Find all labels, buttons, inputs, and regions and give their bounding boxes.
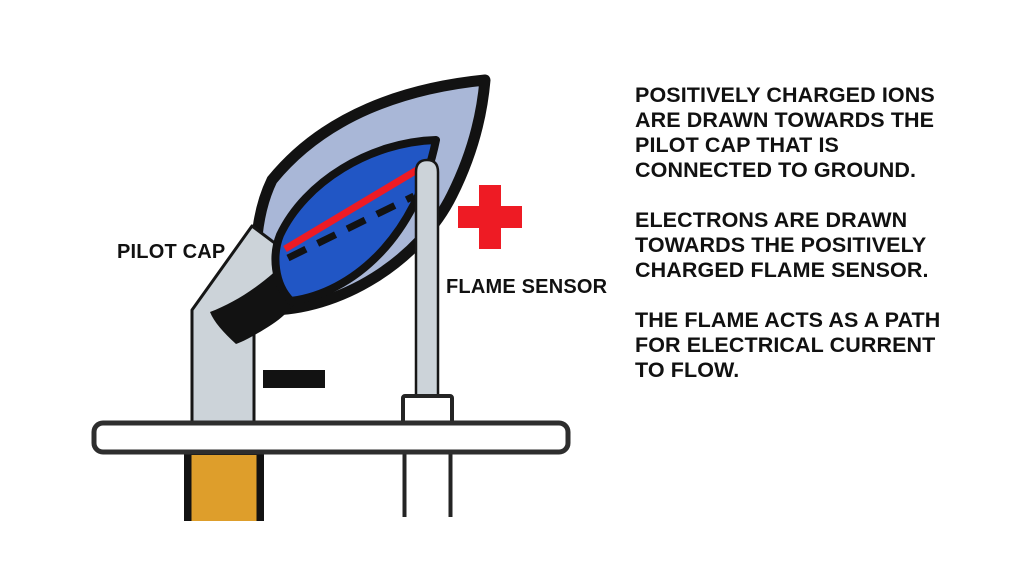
info-line: ELECTRONS ARE DRAWN [635, 208, 908, 232]
mounting-bracket [91, 420, 571, 455]
info-line: TOWARDS THE POSITIVELY [635, 233, 927, 257]
info-line: ARE DRAWN TOWARDS THE [635, 108, 935, 132]
info-line: TO FLOW. [635, 358, 740, 382]
info-paragraph: THE FLAME ACTS AS A PATH FOR ELECTRICAL … [635, 308, 995, 383]
gas-supply-tube [191, 455, 257, 521]
flame-sensor-rod [414, 158, 440, 400]
info-line: CONNECTED TO GROUND. [635, 158, 917, 182]
plus-icon [458, 185, 522, 249]
info-line: POSITIVELY CHARGED IONS [635, 83, 935, 107]
info-line: PILOT CAP THAT IS [635, 133, 839, 157]
flame-sensor-label: FLAME SENSOR [446, 276, 608, 298]
info-line: THE FLAME ACTS AS A PATH [635, 308, 941, 332]
current-path-line [283, 166, 419, 253]
pilot-cap-label: PILOT CAP [117, 241, 226, 263]
info-panel: POSITIVELY CHARGED IONS ARE DRAWN TOWARD… [635, 83, 995, 383]
ground-path-dashed-line [286, 192, 416, 262]
plus-icon-vbar [479, 185, 501, 249]
info-line: CHARGED FLAME SENSOR. [635, 258, 929, 282]
info-line: FOR ELECTRICAL CURRENT [635, 333, 936, 357]
info-paragraph: POSITIVELY CHARGED IONS ARE DRAWN TOWARD… [635, 83, 995, 183]
info-paragraph: ELECTRONS ARE DRAWN TOWARDS THE POSITIVE… [635, 208, 995, 283]
minus-icon [263, 370, 325, 388]
